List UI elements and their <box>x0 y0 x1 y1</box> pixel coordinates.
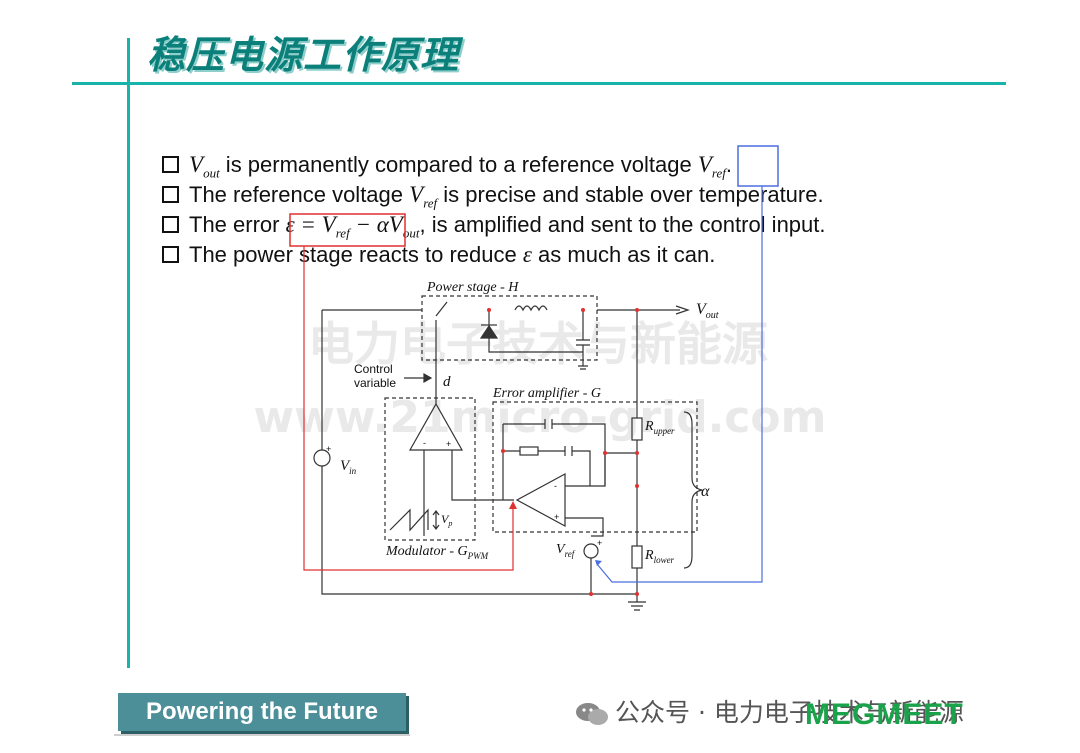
reference-signal-path <box>596 186 763 583</box>
control-label-2: variable <box>354 376 396 390</box>
bullet-3: The error ε = Vref − αVout, is amplified… <box>162 210 922 241</box>
modulator-label: Modulator - GPWM <box>385 544 489 561</box>
vp-label: Vp <box>441 512 452 528</box>
switch-icon <box>435 301 448 317</box>
diode-icon <box>479 324 499 339</box>
power-stage-label: Power stage - H <box>426 280 519 295</box>
vout-symbol: Vout <box>189 152 220 181</box>
slide-title: 稳压电源工作原理 <box>147 33 460 77</box>
left-accent-line <box>127 38 130 668</box>
wire <box>565 517 604 537</box>
comparator-icon <box>408 402 464 451</box>
vref-source-icon <box>583 543 599 559</box>
vout-arrow <box>675 305 690 315</box>
svg-text:+: + <box>597 538 602 548</box>
wechat-account: 公众号 · 电力电子技术与新能源 <box>575 693 964 729</box>
error-amplifier-label: Error amplifier - G <box>492 386 601 401</box>
opamp-icon <box>515 472 566 528</box>
tagline-banner: Powering the Future <box>118 693 406 731</box>
error-equation-highlight <box>289 213 406 247</box>
wechat-icon <box>576 703 608 725</box>
inductor-icon <box>514 305 548 312</box>
vout-label: Vout <box>696 301 719 321</box>
alpha-brace <box>683 411 703 569</box>
r-lower-label: Rlower <box>644 548 675 565</box>
error-equation: ε = Vref − αVout <box>285 212 420 241</box>
ground-icon <box>628 601 646 611</box>
wire <box>503 423 606 486</box>
wire <box>321 466 637 595</box>
watermark-url: www.21micro-grid.com <box>254 392 827 443</box>
duty-cycle-label: d <box>443 374 451 390</box>
wire <box>488 310 583 353</box>
vref-highlight <box>737 145 779 187</box>
sawtooth-icon <box>389 508 429 532</box>
error-amplifier-block <box>492 401 698 533</box>
wire <box>565 452 637 487</box>
footer-divider <box>114 734 410 736</box>
resistor-icon <box>519 446 539 456</box>
resistor-lower-icon <box>631 545 643 569</box>
svg-text:-: - <box>554 481 557 491</box>
title-underline <box>72 82 1006 85</box>
checkbox-bullet-icon <box>162 156 179 173</box>
vref-symbol: Vref <box>697 152 726 181</box>
bullet-1: Vout is permanently compared to a refere… <box>162 150 922 181</box>
vref-symbol: Vref <box>409 182 438 211</box>
checkbox-bullet-icon <box>162 246 179 263</box>
vp-arrow <box>432 510 440 530</box>
error-signal-path <box>303 246 514 571</box>
svg-text:+: + <box>554 512 559 522</box>
svg-text:-: - <box>423 438 426 448</box>
wire <box>503 450 591 486</box>
vin-label: Vin <box>340 458 357 476</box>
r-upper-label: Rupper <box>644 419 675 436</box>
capacitor-icon <box>576 310 590 370</box>
capacitor-icon <box>544 419 553 429</box>
checkbox-bullet-icon <box>162 186 179 203</box>
svg-text:+: + <box>446 439 451 449</box>
resistor-upper-icon <box>631 417 643 441</box>
vref-label: Vref <box>556 542 576 559</box>
alpha-label: α <box>701 483 710 500</box>
modulator-block <box>384 397 476 541</box>
watermark-text: 电力电子技术与新能源 <box>308 317 768 371</box>
power-stage-block <box>421 295 598 361</box>
svg-text:+: + <box>326 444 331 454</box>
capacitor-icon <box>564 446 573 456</box>
checkbox-bullet-icon <box>162 216 179 233</box>
control-label-1: Control <box>354 362 393 376</box>
vin-source-icon <box>313 449 331 467</box>
wire <box>423 450 514 536</box>
brand-logo: MEGMEET <box>805 698 964 731</box>
